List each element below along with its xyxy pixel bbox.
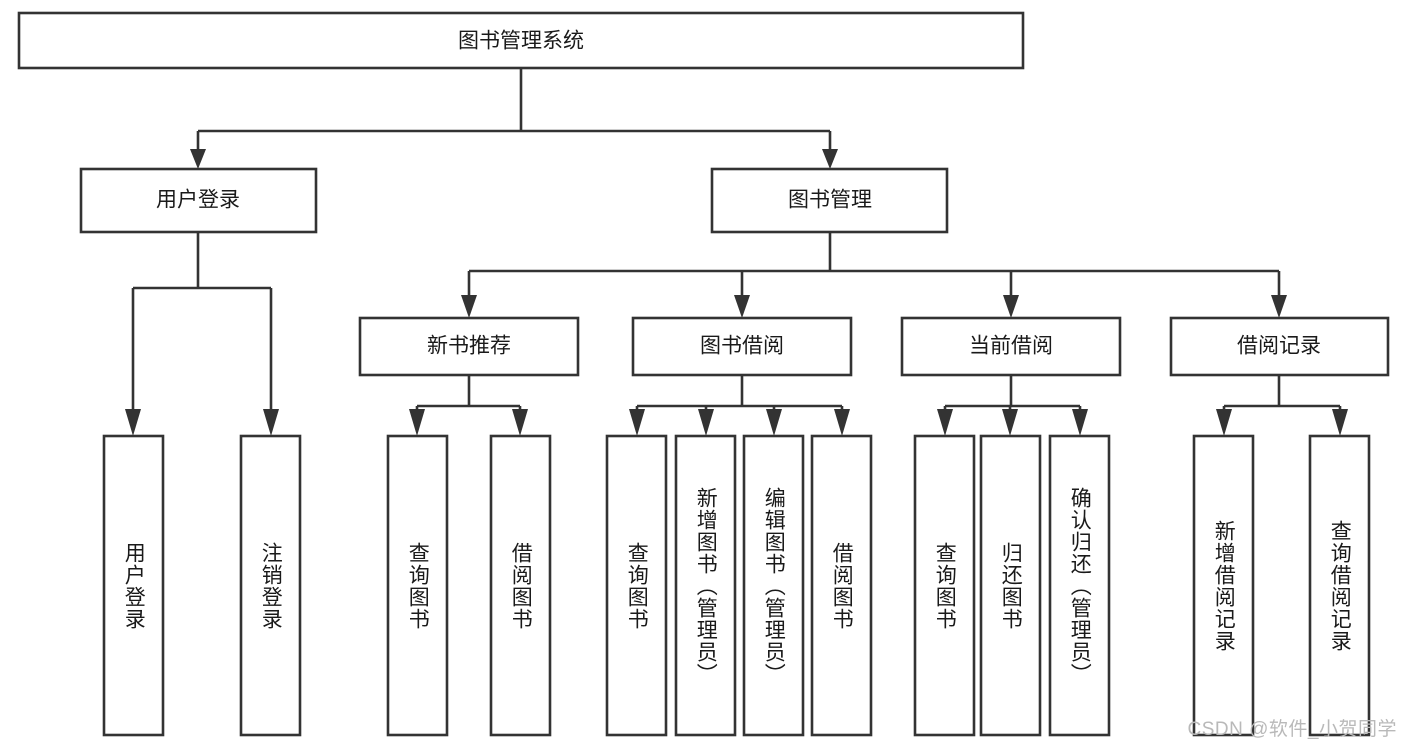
node-leaf-new-book-2[interactable] — [489, 434, 552, 737]
arrow-head-currentborrow-leaf1 — [937, 409, 953, 436]
arrow-head-currentborrow-leaf3 — [1072, 409, 1088, 436]
node-borrow-record-label: 借阅记录 — [1237, 335, 1321, 358]
arrow-head-bookborrow-leaf1 — [629, 409, 645, 436]
arrow-head-l3d — [1271, 295, 1287, 318]
node-leaf-book-borrow-2[interactable] — [674, 434, 737, 737]
node-leaf-user-login-1[interactable] — [102, 434, 165, 737]
node-leaf-current-borrow-3[interactable] — [1048, 434, 1111, 737]
connector-group — [125, 68, 1348, 436]
node-leaf-book-borrow-4[interactable] — [810, 434, 873, 737]
arrow-head-userlogin-leaf1 — [125, 409, 141, 436]
node-leaf-user-login-2[interactable] — [239, 434, 302, 737]
node-new-book-recommend[interactable] — [358, 316, 580, 377]
node-leaf-current-borrow-1[interactable] — [913, 434, 976, 737]
node-leaf-book-borrow-3[interactable] — [742, 434, 805, 737]
node-leaf-current-borrow-2[interactable] — [979, 434, 1042, 737]
arrow-head-newbook-leaf2 — [512, 409, 528, 436]
node-user-login-label: 用户登录 — [156, 189, 240, 212]
node-borrow-record[interactable] — [1169, 316, 1390, 377]
arrow-head-l3a — [461, 295, 477, 318]
node-group: 图书管理系统 用户登录 图书管理 新书推荐 图书借阅 当前借阅 借阅记录 — [17, 11, 1390, 737]
arrow-head-bookborrow-leaf3 — [766, 409, 782, 436]
arrow-head-l3c — [1003, 295, 1019, 318]
node-current-borrow[interactable] — [900, 316, 1122, 377]
node-book-borrow-label: 图书借阅 — [700, 335, 784, 358]
node-leaf-new-book-1[interactable] — [386, 434, 449, 737]
node-current-borrow-label: 当前借阅 — [969, 335, 1053, 358]
arrow-head-l3b — [734, 295, 750, 318]
node-new-book-recommend-label: 新书推荐 — [427, 335, 511, 358]
arrow-head-user-login — [190, 149, 206, 169]
node-book-manage[interactable] — [710, 167, 949, 234]
node-root-system-label: 图书管理系统 — [458, 30, 584, 53]
arrow-head-newbook-leaf1 — [409, 409, 425, 436]
node-leaf-borrow-record-1[interactable] — [1192, 434, 1255, 737]
arrow-head-bookborrow-leaf2 — [698, 409, 714, 436]
node-root-system[interactable] — [17, 11, 1025, 70]
node-user-login[interactable] — [79, 167, 318, 234]
arrow-head-bookborrow-leaf4 — [834, 409, 850, 436]
arrow-head-userlogin-leaf2 — [263, 409, 279, 436]
node-leaf-book-borrow-1[interactable] — [605, 434, 668, 737]
arrow-head-currentborrow-leaf2 — [1002, 409, 1018, 436]
arrow-head-borrowrecord-leaf1 — [1216, 409, 1232, 436]
arrow-head-book-manage — [822, 149, 838, 169]
arrow-head-borrowrecord-leaf2 — [1332, 409, 1348, 436]
node-book-manage-label: 图书管理 — [788, 189, 872, 212]
watermark-text: CSDN @软件_小贺同学 — [1187, 719, 1397, 740]
node-leaf-borrow-record-2[interactable] — [1308, 434, 1371, 737]
node-book-borrow[interactable] — [631, 316, 853, 377]
